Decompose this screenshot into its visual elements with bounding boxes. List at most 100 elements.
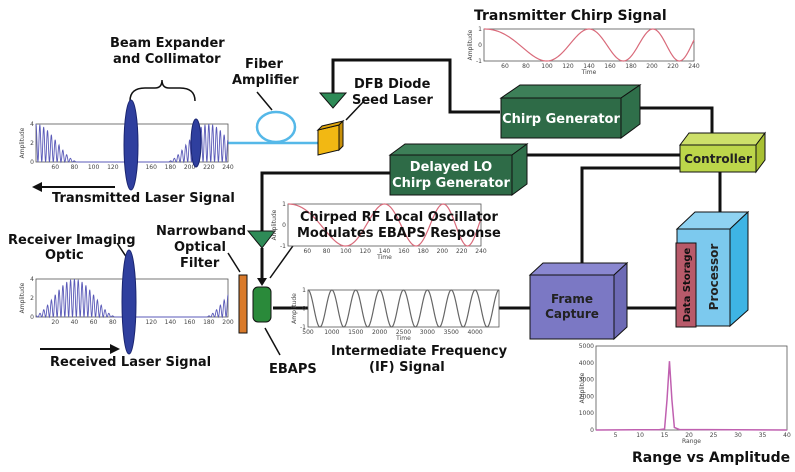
transmitted-laser-xtick: 180 [165,164,177,171]
transmitted-laser-xtick: 240 [222,164,234,171]
fft-range-xtick: 30 [734,432,742,439]
arrow-receiver-optic [116,242,128,259]
transmitter-chirp-xlabel: Time [581,69,597,76]
fft-range-xtick: 35 [759,432,767,439]
if-signal-ytick: 1 [302,287,306,294]
received-laser-xtick: 200 [222,319,234,326]
chirped-rf-lo-ytick: 1 [282,201,286,208]
received-label: Received Laser Signal [50,355,212,370]
delayed-lo-label-1: Delayed LO [410,160,492,175]
if-signal-xtick: 4000 [467,329,482,336]
if-signal-ylabel: Amplitude [291,293,298,324]
transmitted-laser-xtick: 80 [71,164,79,171]
frame-capture-label-1: Frame [551,292,593,306]
transmitted-laser-xtick: 200 [184,164,196,171]
fiber-amp-label-2: Amplifier [232,73,299,88]
fft-range-ytick: 4000 [579,360,594,367]
fft-range-xtick: 10 [636,432,644,439]
fft-range-xtick: 20 [685,432,693,439]
chirp-generator-block: Chirp Generator [499,84,642,139]
received-laser-xtick: 160 [184,319,196,326]
nb-filter-label-3: Filter [180,256,220,271]
fft-range-xtick: 40 [783,432,791,439]
received-laser-ytick: 0 [30,314,34,321]
chirped-rf-lo-xtick: 200 [437,248,449,255]
received-laser-ylabel: Amplitude [19,282,26,313]
transmitter-chirp-xtick: 160 [604,63,616,70]
transmitted-laser-ytick: 4 [30,121,34,128]
dfb-laser [316,119,345,156]
transmitter-chirp-ytick: 1 [478,26,482,33]
if-signal-xtick: 3000 [420,329,435,336]
chirped-rf-lo-xtick: 120 [359,248,371,255]
ebaps-label: EBAPS [269,362,317,377]
received-laser-ytick: 4 [30,276,34,283]
if-signal-xtick: 2500 [396,329,411,336]
received-laser-xtick: 180 [203,319,215,326]
transmitter-chirp-xtick: 140 [583,63,595,70]
wire-chirpgen-to-controller [640,106,714,140]
receive-arrow-icon [110,344,120,354]
if-signal-ytick: -1 [300,324,306,331]
dfb-label-1: DFB Diode [354,77,431,92]
dfb-label-2: Seed Laser [352,93,433,108]
chirped-rf-label-1: Chirped RF Local Oscillator [300,210,498,225]
ebaps-sensor [252,286,272,323]
if-signal-xtick: 1000 [324,329,339,336]
if-signal-frame [307,289,500,328]
transmitter-chirp-xtick: 80 [522,63,530,70]
chirped-rf-lo-xtick: 60 [303,248,311,255]
transmitter-chirp-frame [483,28,695,62]
transmitted-laser-ylabel: Amplitude [19,127,26,158]
fiber-amp-label-1: Fiber [245,57,283,72]
fft-range-ytick: 0 [590,427,594,434]
if-signal-series [307,289,500,328]
received-laser-xtick: 40 [71,319,79,326]
data-storage-label: Data Storage [682,248,693,323]
transmitter-chirp-xtick: 220 [667,63,679,70]
chirped-rf-lo-series [287,203,482,247]
receiver-imaging-lens [121,249,137,355]
chirped-rf-lo-xtick: 80 [323,248,331,255]
received-laser-ytick: 2 [30,295,34,302]
received-laser-xtick: 120 [145,319,157,326]
antenna-icon [318,92,348,109]
beam-expander-label-2: and Collimator [113,52,221,67]
transmitter-chirp-title: Transmitter Chirp Signal [474,8,667,24]
fft-range-ytick: 1000 [579,410,594,417]
chirped-rf-lo-xlabel: Time [376,254,392,261]
chirped-rf-lo-xtick: 240 [475,248,487,255]
narrowband-filter [238,274,248,334]
fft-range-xlabel: Range [682,438,701,445]
if-signal-ytick: 0 [302,306,306,313]
chirped-rf-lo-xtick: 220 [456,248,468,255]
chirped-rf-lo-xtick: 140 [379,248,391,255]
fft-range-ytick: 2000 [579,393,594,400]
wire-delayed-lo-to-ebaps [260,171,395,240]
if-signal-xtick: 2000 [372,329,387,336]
fiber-amplifier-coil [255,110,297,144]
if-signal-xlabel: Time [395,335,411,342]
if-signal-xtick: 3500 [444,329,459,336]
transmitter-chirp-xtick: 240 [688,63,700,70]
transmitter-chirp-xtick: 100 [541,63,553,70]
fft-range-series [595,361,788,431]
beam-expander-label-1: Beam Expander [110,36,225,51]
received-laser-xtick: 140 [165,319,177,326]
fft-range-ylabel: Amplitude [579,372,586,403]
transmitter-chirp-series [483,28,695,62]
beam-expander-lens-2 [190,118,202,168]
transmitter-chirp-xtick: 200 [646,63,658,70]
arrow-rf-lo [269,242,296,279]
transmitted-laser-xtick: 160 [145,164,157,171]
transmitted-laser-xtick: 100 [88,164,100,171]
chirped-rf-lo-xtick: 160 [398,248,410,255]
fft-range-xtick: 5 [614,432,618,439]
chirped-rf-lo-ytick: -1 [280,243,286,250]
delayed-lo-label-2: Chirp Generator [392,176,510,191]
transmitted-laser-ytick: 0 [30,159,34,166]
nb-filter-label-2: Optical [174,240,226,255]
antenna-icon-lo [246,230,277,249]
fft-range-xtick: 15 [661,432,669,439]
